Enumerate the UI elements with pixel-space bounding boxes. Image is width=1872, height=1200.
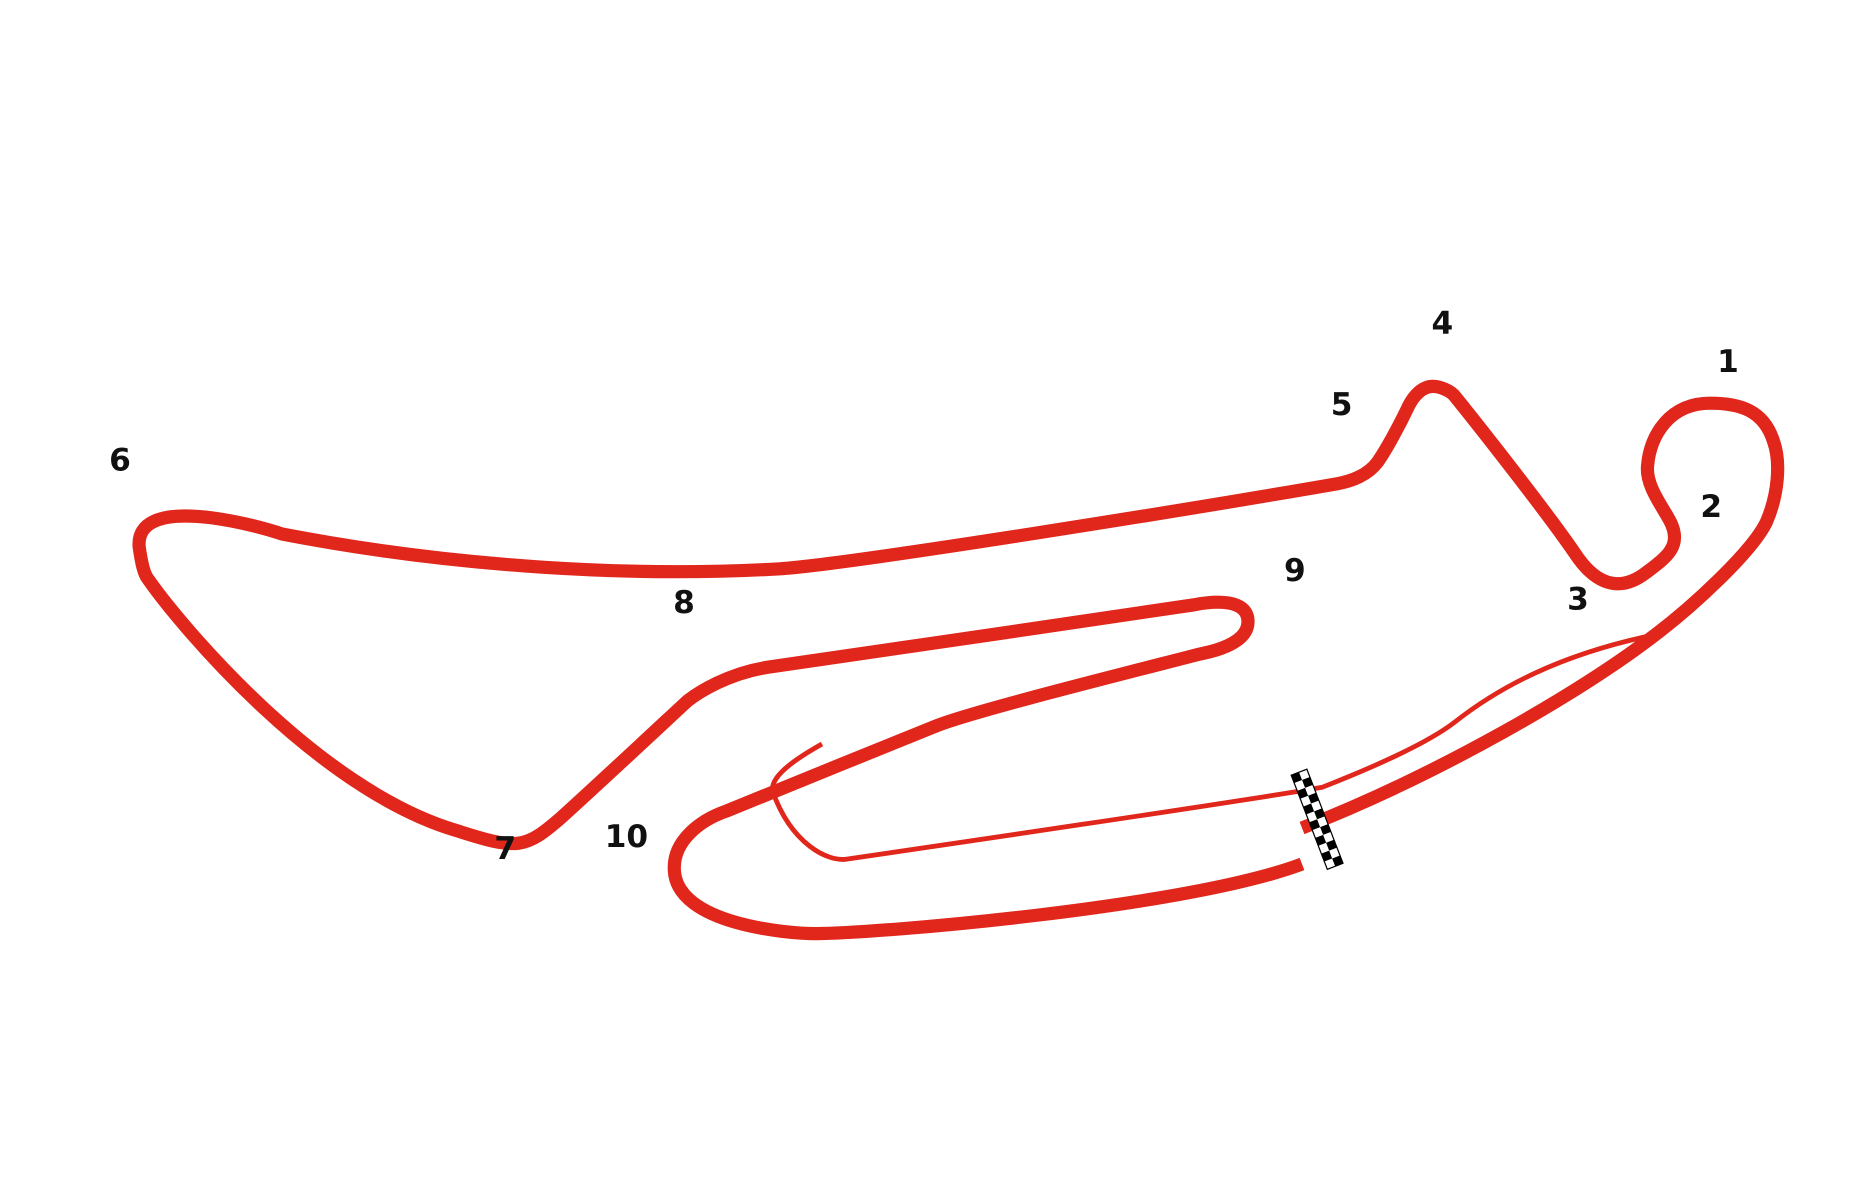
corner-label-8: 8 [673,585,695,621]
corner-label-9: 9 [1284,553,1306,589]
corner-label-4: 4 [1432,306,1454,342]
corner-label-10: 10 [605,819,648,855]
finish-line-flag [1290,768,1344,871]
pit-lane [770,633,1650,862]
corner-label-2: 2 [1700,489,1722,525]
corner-label-6: 6 [109,442,131,478]
corner-label-3: 3 [1567,582,1589,618]
main-track [132,379,1785,941]
corner-label-1: 1 [1717,344,1739,380]
corner-label-7: 7 [494,831,516,867]
corner-label-5: 5 [1331,387,1353,423]
